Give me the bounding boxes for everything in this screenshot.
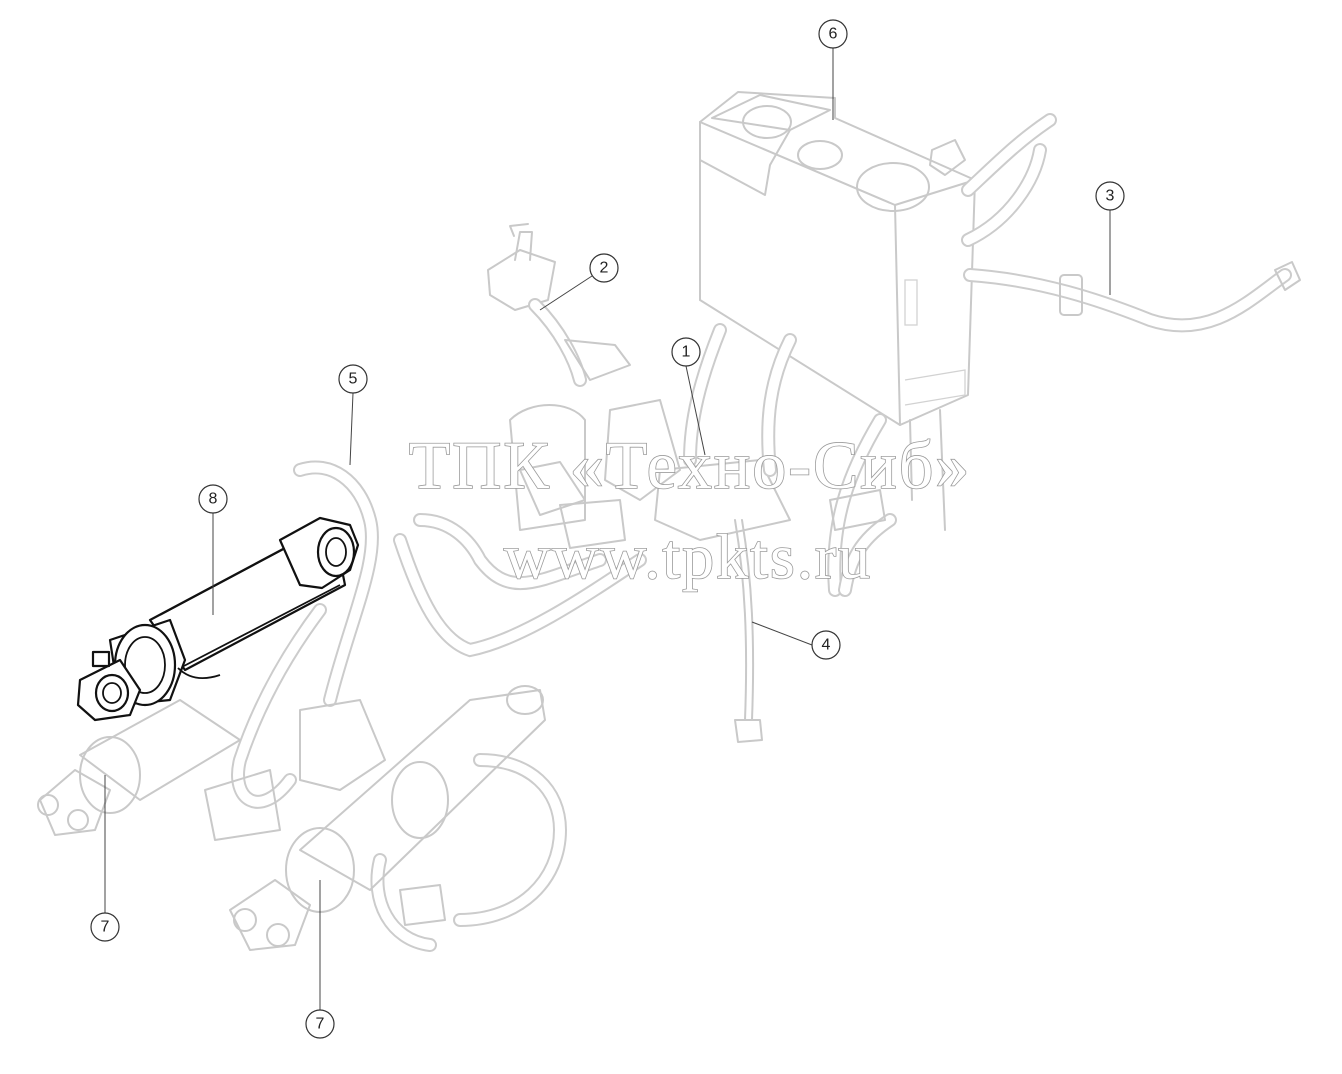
watermark-url: www.tpkts.ru	[504, 521, 872, 592]
leader-lines	[104, 48, 1111, 1010]
callout-2: 2	[589, 253, 619, 283]
watermark: ТПК «Техно-Сиб» www.tpkts.ru	[408, 426, 972, 593]
callout-6: 6	[818, 19, 848, 49]
valve-block	[509, 323, 897, 597]
lift-cylinder-right	[229, 685, 546, 951]
callout-7-right: 7	[305, 1009, 335, 1039]
callout-8: 8	[198, 484, 228, 514]
callout-1-label: 1	[682, 344, 691, 361]
callout-5: 5	[338, 364, 368, 394]
steering-cylinder-highlighted	[76, 516, 360, 722]
main-hose-bundle	[204, 460, 647, 952]
lift-cylinder-left	[37, 699, 241, 836]
callout-1: 1	[671, 337, 701, 367]
callout-6-label: 6	[829, 26, 838, 43]
callout-3: 3	[1095, 181, 1125, 211]
pressure-line	[734, 519, 763, 743]
callout-7-left: 7	[90, 912, 120, 942]
watermark-company: ТПК «Техно-Сиб»	[409, 427, 972, 503]
leader-1	[685, 365, 706, 456]
callout-8-label: 8	[209, 491, 218, 508]
joystick-control	[487, 223, 631, 387]
callout-7-right-label: 7	[316, 1016, 325, 1033]
return-line-hoses	[961, 113, 1301, 333]
leader-5	[349, 392, 354, 466]
callout-7-left-label: 7	[101, 919, 110, 936]
callout-4: 4	[811, 630, 841, 660]
leader-4	[751, 621, 813, 646]
callout-3-label: 3	[1106, 188, 1115, 205]
callout-2-label: 2	[600, 260, 609, 277]
callout-4-label: 4	[822, 637, 831, 654]
callout-5-label: 5	[349, 371, 358, 388]
hydraulic-tank	[699, 91, 976, 531]
leader-2	[539, 275, 593, 311]
